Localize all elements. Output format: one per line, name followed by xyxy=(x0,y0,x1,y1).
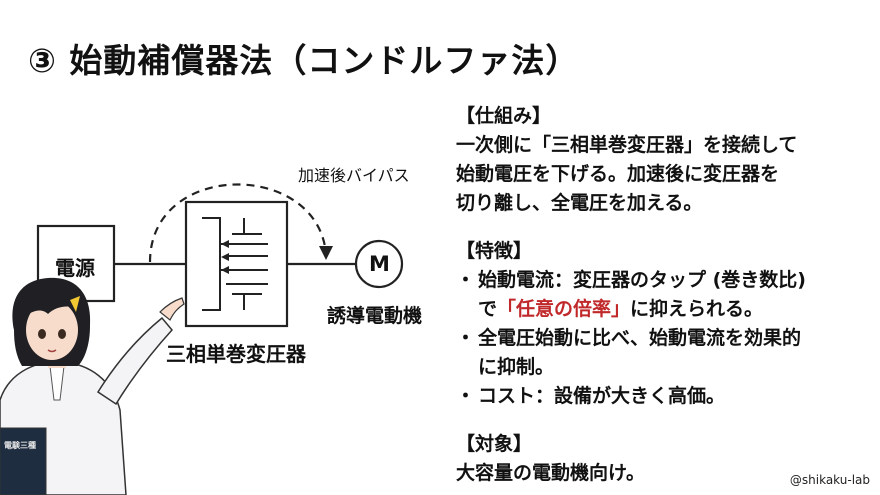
feature-item: ・始動電流：変圧器のタップ (巻き数比) で「任意の倍率」に抑えられる。 xyxy=(456,266,866,324)
feature-text: に抑えられる。 xyxy=(630,298,764,320)
transformer-box xyxy=(184,200,289,328)
power-source-label: 電源 xyxy=(55,256,95,280)
bullet-dot: ・ xyxy=(456,269,476,291)
mechanism-line: 一次側に「三相単巻変圧器」を接続して xyxy=(456,134,798,156)
target-text: 大容量の電動機向け。 xyxy=(456,462,646,484)
feature-text: で xyxy=(478,298,498,320)
book-title: 電験三種 xyxy=(4,441,36,450)
bypass-arc xyxy=(148,183,328,263)
mechanism-line: 切り離し、全電圧を加える。 xyxy=(456,192,703,214)
feature-text: コスト：設備が大きく高価。 xyxy=(478,385,726,407)
bullet-dot: ・ xyxy=(456,385,476,407)
mechanism-heading: 【仕組み】 xyxy=(456,105,552,127)
features-heading: 【特徴】 xyxy=(456,240,533,262)
feature-text: 全電圧始動に比べ、始動電流を効果的 xyxy=(478,327,802,349)
mechanism-line: 始動電圧を下げる。加速後に変圧器を xyxy=(456,163,780,185)
target-heading: 【対象】 xyxy=(456,433,533,455)
motor-symbol: M xyxy=(369,252,390,276)
bypass-label: 加速後バイパス xyxy=(298,166,410,185)
transformer-label: 三相単巻変圧器 xyxy=(166,342,306,366)
bullet-dot: ・ xyxy=(456,327,476,349)
feature-item: ・コスト：設備が大きく高価。 xyxy=(456,382,866,411)
motor-label: 誘導電動機 xyxy=(327,305,423,327)
feature-text: 始動電流：変圧器のタップ (巻き数比) xyxy=(478,269,806,291)
motor-circle xyxy=(354,239,404,289)
feature-item: ・全電圧始動に比べ、始動電流を効果的 に抑制。 xyxy=(456,324,866,382)
bypass-arrowhead xyxy=(319,246,333,260)
page-title: ③ 始動補償器法（コンドルファ法） xyxy=(28,41,580,80)
transformer-winding xyxy=(202,217,268,311)
credit: @shikaku-lab xyxy=(789,473,870,487)
explanation-panel: 【仕組み】 一次側に「三相単巻変圧器」を接続して 始動電圧を下げる。加速後に変圧… xyxy=(456,102,866,488)
highlight-text: 「任意の倍率」 xyxy=(497,298,631,320)
feature-text: に抑制。 xyxy=(478,356,555,378)
tap-arrows xyxy=(221,240,229,274)
